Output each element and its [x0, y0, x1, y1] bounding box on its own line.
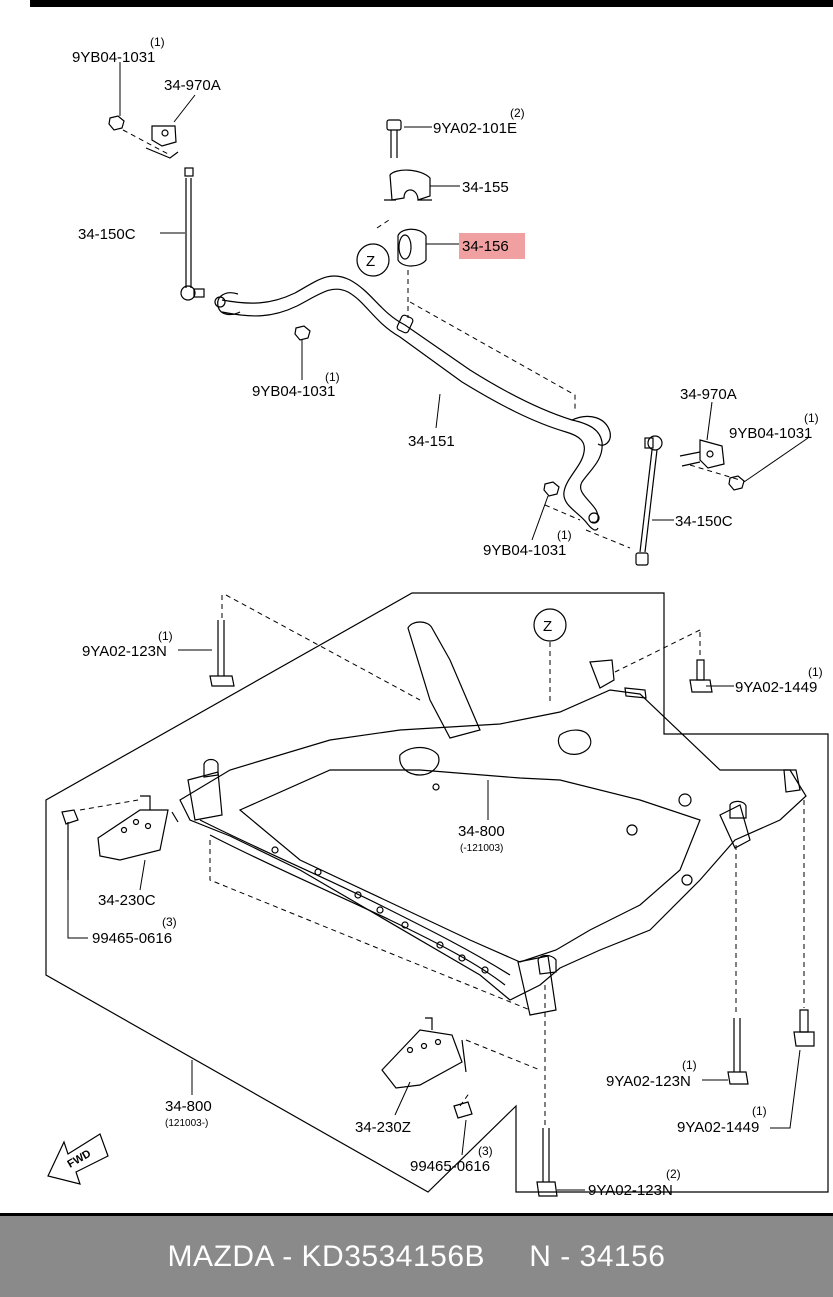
- bolt-0616-left: [61, 809, 79, 880]
- label-bolt-123n-top-qty: (1): [158, 629, 173, 643]
- bolt-top: [386, 119, 402, 158]
- label-bolt-123n-bot: 9YA02-123N: [588, 1182, 673, 1199]
- bracket-34-230c: [97, 795, 179, 861]
- label-bolt-123n-r-qty: (1): [682, 1058, 697, 1072]
- label-bolt-123n-r: 9YA02-123N: [606, 1073, 691, 1090]
- label-link-left: 34-150C: [78, 226, 136, 243]
- label-link-bracket-right: 34-970A: [680, 386, 737, 403]
- label-bolt-top-qty: (2): [510, 106, 525, 120]
- label-bolt-0616-l-qty: (3): [162, 915, 177, 929]
- label-link-r: 34-150C: [675, 513, 733, 530]
- label-link-bracket-left: 34-970A: [164, 77, 221, 94]
- bolt-0616-bottom: [453, 1101, 473, 1119]
- label-zone-z: Z: [366, 253, 375, 270]
- link-bracket-left: [145, 125, 179, 159]
- label-bolt-123n-bot-qty: (2): [666, 1167, 681, 1181]
- top-border: [30, 0, 833, 7]
- footer-bar: MAZDA - KD3534156B N - 34156: [0, 1213, 833, 1297]
- fwd-arrow-icon: [47, 1133, 109, 1185]
- parts-diagram: (1) 9YB04-1031 34-970A 34-150C (2) 9YA02…: [45, 35, 829, 1199]
- bushing-34-156: [397, 228, 427, 267]
- label-bushing-156: 34-156: [462, 238, 509, 255]
- bracket-34-230z: [381, 1017, 467, 1089]
- label-bolt-0616-l: 99465-0616: [92, 930, 172, 947]
- label-nut-mid: 9YB04-1031: [252, 383, 335, 400]
- bolt-123n-bottom: [536, 1128, 558, 1197]
- label-bolt-1449-top: 9YA02-1449: [735, 679, 817, 696]
- label-bolt-123n-top: 9YA02-123N: [82, 643, 167, 660]
- label-nut-mid-qty: (1): [325, 370, 340, 384]
- bolt-1449-top: [689, 659, 713, 693]
- stabilizer-bar-drawing: [122, 129, 741, 549]
- label-bolt-1449-r-qty: (1): [752, 1104, 767, 1118]
- footer-part-number: MAZDA - KD3534156B N - 34156: [167, 1239, 666, 1273]
- bolt-123n-right: [727, 1018, 749, 1085]
- label-crossmember-a: 34-800: [458, 823, 505, 840]
- crossmember-drawing: [179, 621, 807, 1016]
- label-crossmember-b-sub: (121003-): [165, 1118, 208, 1129]
- label-nut-r-qty: (1): [804, 411, 819, 425]
- bolt-123n-top: [209, 620, 235, 687]
- stabilizer-link-right: [635, 435, 663, 566]
- nut-right: [728, 475, 745, 491]
- label-bolt-1449-r: 9YA02-1449: [677, 1119, 759, 1136]
- nut-mid: [294, 325, 311, 341]
- stabilizer-link-left: [180, 167, 205, 301]
- nut-bottom: [543, 481, 560, 497]
- nut-top-left: [108, 115, 125, 131]
- highlight-34-156: [459, 233, 525, 259]
- group-boundary: [45, 592, 829, 1193]
- label-crossmember-b: 34-800: [165, 1098, 212, 1115]
- label-nut-bot-qty: (1): [557, 528, 572, 542]
- link-bracket-right: [679, 439, 725, 469]
- label-nut-r: 9YB04-1031: [729, 425, 812, 442]
- label-zone-z2: Z: [543, 618, 552, 635]
- label-bolt-0616-b: 99465-0616: [410, 1158, 490, 1175]
- label-bolt-1449-top-qty: (1): [808, 665, 823, 679]
- label-bracket-230c: 34-230C: [98, 892, 156, 909]
- bracket-34-155: [384, 169, 432, 201]
- label-nut-tl: 9YB04-1031: [72, 49, 155, 66]
- label-nut-tl-qty: (1): [150, 35, 165, 49]
- label-fwd: FWD: [66, 1148, 94, 1171]
- label-bracket-230z: 34-230Z: [355, 1119, 411, 1136]
- label-bolt-0616-b-qty: (3): [478, 1144, 493, 1158]
- label-stab-bar: 34-151: [408, 433, 455, 450]
- bolt-1449-right: [793, 1009, 815, 1047]
- label-bolt-top: 9YA02-101E: [433, 120, 517, 137]
- label-bracket-155: 34-155: [462, 179, 509, 196]
- label-nut-bot: 9YB04-1031: [483, 542, 566, 559]
- label-crossmember-a-sub: (-121003): [460, 843, 503, 854]
